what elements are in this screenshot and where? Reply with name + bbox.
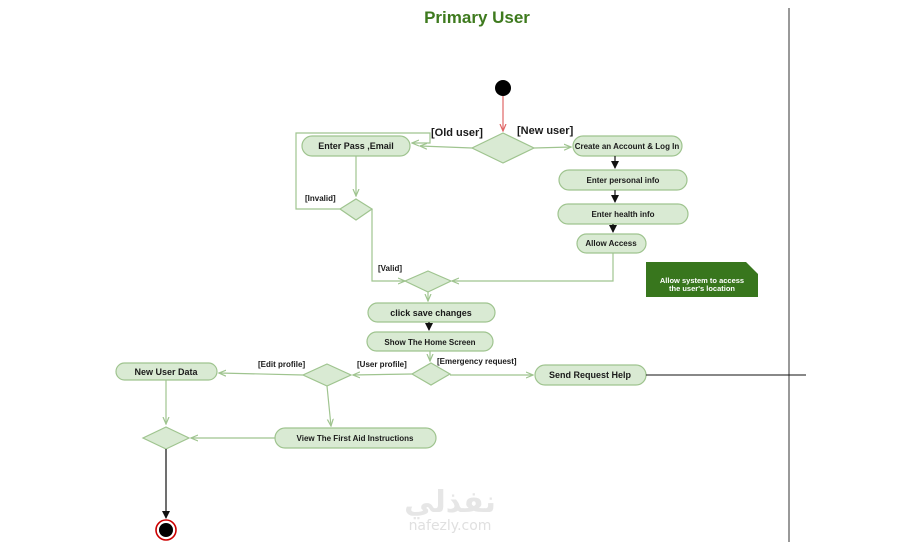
guard-valid: [Valid] — [378, 264, 402, 273]
node-create-account — [572, 135, 683, 157]
node-create-account-label: Create an Account & Log In — [575, 142, 680, 151]
node-send-request-help-label: Send Request Help — [549, 370, 632, 380]
edge-user-profile — [353, 374, 413, 375]
node-enter-pass-email-label: Enter Pass ,Email — [318, 141, 394, 151]
edge-valid-to-merge — [371, 209, 405, 281]
node-enter-health-info — [557, 203, 689, 225]
edge-new-user — [533, 147, 571, 148]
node-enter-health-info-label: Enter health info — [591, 210, 654, 219]
node-click-save-changes — [367, 302, 496, 323]
watermark-arabic: نفذلي — [404, 485, 496, 520]
guard-edit-profile: [Edit profile] — [258, 360, 305, 369]
node-enter-personal-info-label: Enter personal info — [587, 176, 660, 185]
edge-edit-profile — [219, 373, 304, 375]
final-merge-node — [141, 426, 191, 450]
edge-old-user — [420, 146, 473, 148]
guard-emergency-request: [Emergency request] — [437, 357, 517, 366]
guard-new-user: [New user] — [517, 125, 574, 137]
watermark-latin: nafezly.com — [409, 518, 492, 534]
initial-node — [495, 80, 511, 96]
guard-old-user: [Old user] — [431, 127, 483, 139]
edge-profile-to-firstaid — [326, 385, 331, 426]
guard-user-profile: [User profile] — [357, 360, 407, 369]
merge-node — [403, 270, 453, 293]
note-location-access — [646, 262, 758, 297]
node-enter-personal-info — [558, 169, 688, 191]
decision-home-options — [410, 362, 452, 386]
node-allow-access — [576, 233, 647, 254]
node-show-home-screen-label: Show The Home Screen — [384, 338, 475, 347]
node-click-save-changes-label: click save changes — [390, 308, 472, 318]
final-node — [159, 523, 173, 537]
note-line-2: the user's location — [669, 284, 735, 293]
decision-profile — [301, 363, 353, 387]
node-view-first-aid-label: View The First Aid Instructions — [297, 434, 414, 443]
edge-invalid-loop — [295, 132, 431, 210]
decision-user-type — [470, 132, 536, 164]
diagram-title: Primary User — [424, 8, 530, 27]
node-new-user-data-label: New User Data — [134, 367, 198, 377]
guard-invalid: [Invalid] — [305, 194, 336, 203]
decision-validate — [338, 198, 374, 221]
edge-allow-to-merge — [452, 253, 614, 281]
node-allow-access-label: Allow Access — [585, 239, 637, 248]
final-node-ring — [155, 519, 177, 541]
note-line-1: Allow system to access — [660, 276, 744, 285]
